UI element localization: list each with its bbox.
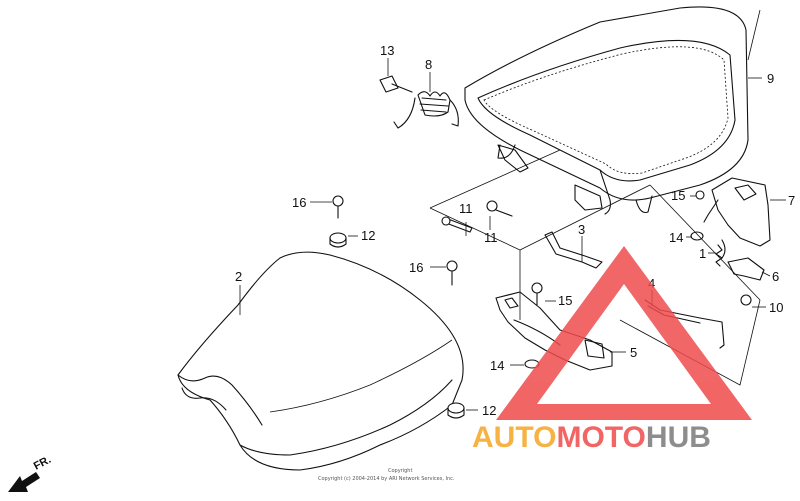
callout-7: 7: [788, 193, 795, 208]
lock-bracket-drawing: [703, 177, 771, 281]
hinge-bracket-drawing: [495, 291, 613, 371]
callout-16b: 16: [409, 260, 423, 275]
hardware-drawing: [329, 190, 752, 419]
leader-lines: [239, 58, 786, 411]
copyright-notice: Copyright Copyright (c) 2004-2014 by ARI…: [318, 468, 455, 482]
callout-13: 13: [380, 43, 394, 58]
watermark: AUTOMOTOHUB: [472, 246, 752, 454]
callout-8: 8: [425, 57, 432, 72]
callout-3: 3: [578, 222, 585, 237]
spring-assembly-drawing: [379, 75, 459, 129]
rear-seat-drawing: [464, 6, 749, 215]
callout-4: 4: [648, 276, 655, 291]
callout-2: 2: [235, 269, 242, 284]
front-label: FR.: [32, 454, 53, 473]
callout-12a: 12: [361, 228, 375, 243]
arrow-down-left-icon: [8, 472, 40, 492]
warning-triangle-logo: [496, 246, 752, 420]
callout-16a: 16: [292, 195, 306, 210]
callout-14b: 14: [669, 230, 683, 245]
callout-11a: 11: [459, 201, 473, 216]
callout-12b: 12: [482, 403, 496, 418]
callouts: 1 2 3 4 5 6 7 8 9 10 11 11 12 12 13 14 1…: [235, 43, 795, 418]
watermark-auto: AUTOMOTOHUB: [472, 421, 711, 454]
callout-10: 10: [769, 300, 783, 315]
callout-1: 1: [699, 246, 706, 261]
callout-5: 5: [630, 345, 637, 360]
front-seat-drawing: [177, 251, 464, 471]
copyright-line-2: Copyright (c) 2004-2014 by ARI Network S…: [318, 476, 455, 482]
assembly-lines: [429, 9, 761, 386]
callout-14a: 14: [490, 358, 504, 373]
copyright-line-1: Copyright: [388, 468, 412, 474]
callout-6: 6: [772, 269, 779, 284]
front-direction-indicator: FR.: [8, 454, 53, 492]
callout-9: 9: [767, 71, 774, 86]
callout-15b: 15: [671, 188, 685, 203]
callout-15a: 15: [558, 293, 572, 308]
callout-11b: 11: [484, 230, 498, 245]
